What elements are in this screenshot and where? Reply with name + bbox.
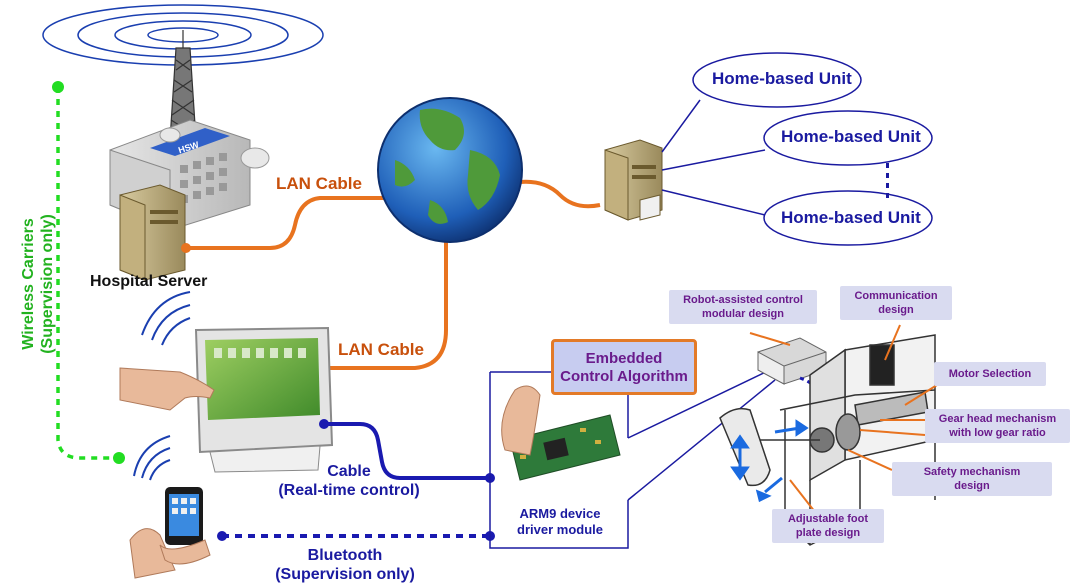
callout-robot-control: Robot-assisted control modular design: [669, 290, 817, 324]
hand-touching-icon: [119, 367, 215, 411]
callout-gear-head: Gear head mechanism with low gear ratio: [925, 409, 1070, 443]
wireless-endpoint-bottom: [113, 452, 125, 464]
cable-label: Cable (Real-time control): [254, 462, 444, 500]
embedded-connector-lines: [627, 369, 776, 501]
safety-label-line2: design: [954, 480, 990, 492]
callout-motor: Motor Selection: [934, 362, 1046, 386]
wireless-carrier-link: [56, 87, 118, 460]
embedded-label-line2: Control Algorithm: [560, 368, 688, 385]
bluetooth-label-line2: (Supervision only): [275, 566, 415, 583]
arm9-board-icon: [501, 385, 621, 481]
home-server-icon: [604, 139, 663, 221]
robot-label-line2: modular design: [702, 308, 784, 320]
home-unit-ellipses: [692, 52, 933, 246]
lan-cable-links: [186, 179, 601, 370]
bluetooth-label: Bluetooth (Supervision only): [250, 546, 440, 584]
robot-label-line1: Robot-assisted control: [683, 294, 803, 306]
wireless-label-line2: (Supervision only): [39, 214, 56, 354]
smartphone-icon: [129, 487, 211, 579]
embedded-control-box: Embedded Control Algorithm: [551, 339, 697, 395]
robot-device-icon: [719, 334, 936, 546]
wireless-label-line1: Wireless Carriers: [20, 218, 37, 350]
tablet-wifi-icon: [141, 291, 191, 346]
phone-wifi-icon: [133, 435, 171, 481]
home-unit-label-1: Home-based Unit: [712, 69, 852, 88]
more-units-dots: [886, 163, 889, 198]
wireless-endpoint-top: [52, 81, 64, 93]
embedded-label-line1: Embedded: [585, 350, 663, 367]
motion-arrows-icon: [730, 419, 809, 503]
callout-safety: Safety mechanism design: [892, 462, 1052, 496]
arm9-label-line2: driver module: [517, 522, 603, 537]
foot-label-line2: plate design: [795, 527, 861, 539]
comm-label-line1: Communication: [854, 290, 938, 302]
gear-label-line1: Gear head mechanism: [938, 413, 1057, 425]
safety-label-line1: Safety mechanism: [923, 466, 1021, 478]
lan-node-server: [181, 243, 191, 253]
cable-label-line2: (Real-time control): [278, 482, 420, 499]
motor-label: Motor Selection: [948, 368, 1032, 380]
home-unit-label-3: Home-based Unit: [781, 208, 921, 227]
callout-communication: Communication design: [840, 286, 952, 320]
lan-cable-label-mid: LAN Cable: [338, 340, 424, 359]
cable-label-line1: Cable: [327, 463, 371, 480]
foot-label-line1: Adjustable foot: [787, 513, 869, 525]
lan-cable-label-top: LAN Cable: [276, 174, 362, 193]
home-unit-links: [661, 99, 766, 216]
arm9-label: ARM9 device driver module: [500, 506, 620, 538]
bt-node-phone: [217, 531, 227, 541]
realtime-cable-link: [324, 422, 490, 480]
home-unit-label-2: Home-based Unit: [781, 127, 921, 146]
hospital-server-icon: [119, 184, 186, 281]
wireless-carriers-label: Wireless Carriers (Supervision only): [19, 204, 57, 364]
comm-label-line2: design: [878, 304, 914, 316]
touch-tablet-icon: [194, 326, 334, 473]
arm9-module-frame: [489, 371, 629, 549]
hospital-server-label: Hospital Server: [90, 273, 208, 290]
cable-node-tablet: [319, 419, 329, 429]
globe-icon: [377, 97, 523, 243]
arm9-label-line1: ARM9 device: [519, 506, 601, 521]
bluetooth-label-line1: Bluetooth: [307, 547, 383, 564]
callout-foot-plate: Adjustable foot plate design: [772, 509, 884, 543]
gear-label-line2: with low gear ratio: [949, 427, 1046, 439]
